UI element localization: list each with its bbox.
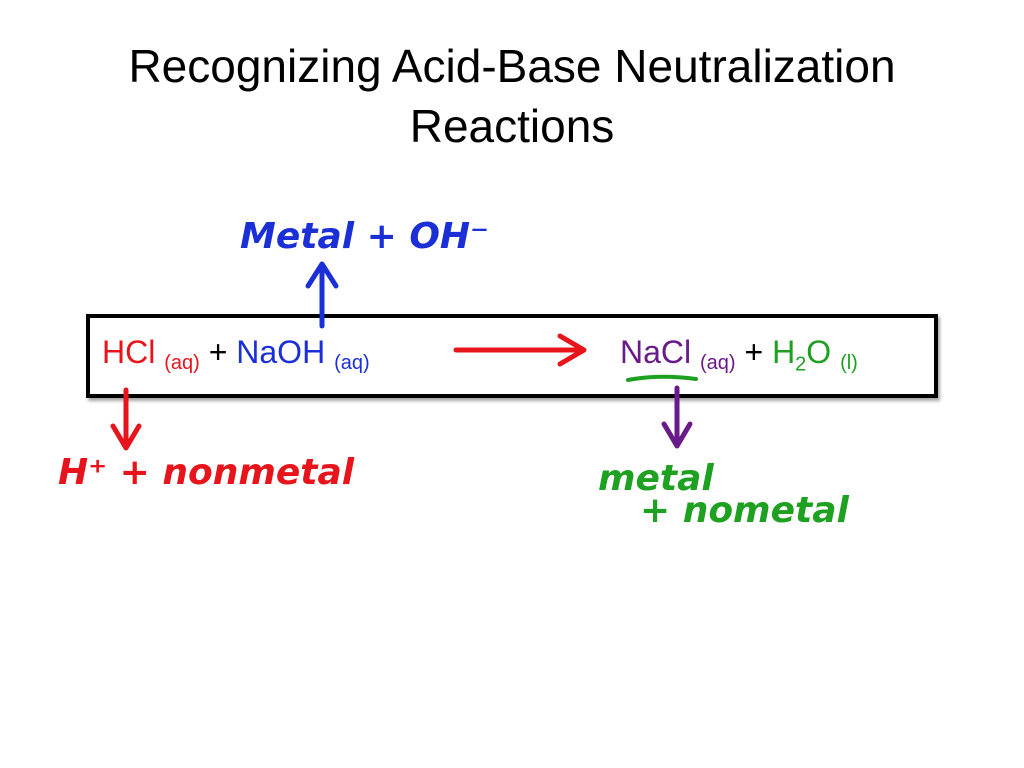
reactant-naoh: NaOH (aq) [236,334,370,374]
salt-annotation-line-1: metal [598,458,714,499]
plus-sign-2: + [744,334,764,370]
title-line-2: Reactions [409,100,615,152]
products: NaCl (aq) + H2O (l) [620,332,858,384]
slide-title: Recognizing Acid-Base Neutralization Rea… [0,36,1024,156]
base-annotation: Metal + OH⁻ [240,216,490,257]
product-nacl: NaCl (aq) [620,334,736,374]
equation-box [86,314,938,398]
product-water: H2O (l) [772,334,858,376]
salt-annotation-line-2: + nometal [640,490,849,531]
title-line-1: Recognizing Acid-Base Neutralization [128,40,896,92]
acid-annotation: H⁺ + nonmetal [58,452,355,493]
acid-down-arrow-icon [110,387,142,451]
reactants: HCl (aq) + NaOH (aq) [102,332,370,377]
plus-sign: + [208,334,228,370]
reactant-hcl: HCl (aq) [102,334,200,374]
